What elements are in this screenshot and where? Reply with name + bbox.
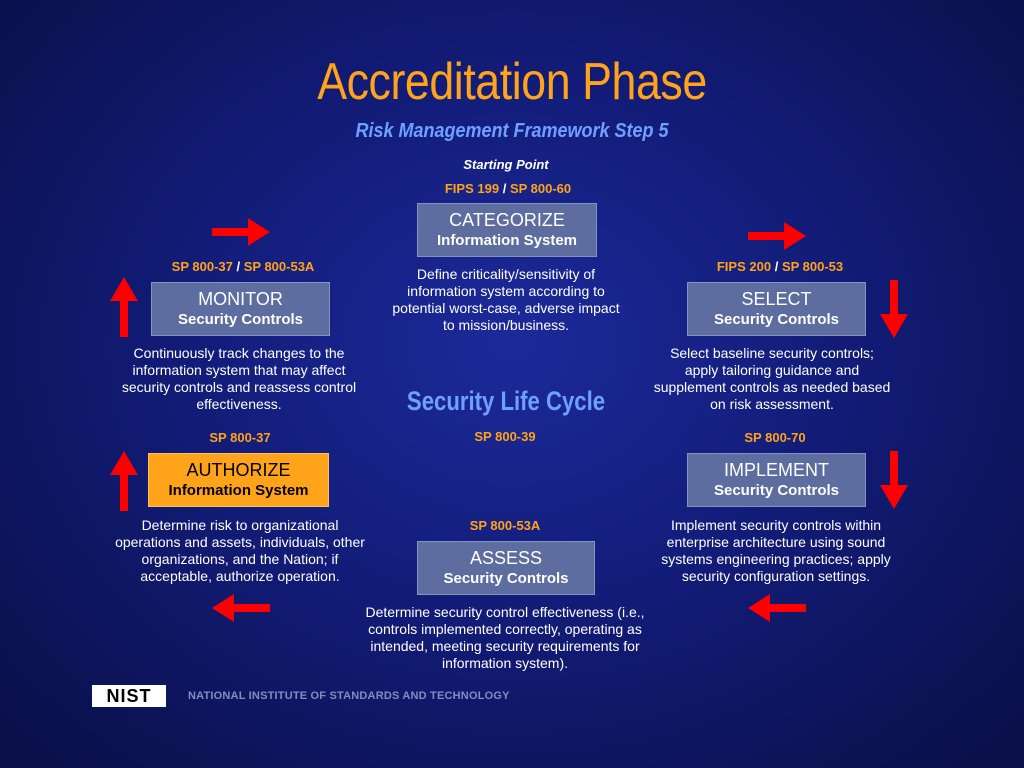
slide-subtitle: Risk Management Framework Step 5 <box>355 120 669 142</box>
organization-name: NATIONAL INSTITUTE OF STANDARDS AND TECH… <box>188 690 510 702</box>
monitor-title: MONITOR <box>198 289 283 309</box>
select-ref-fips: FIPS 200 <box>716 259 772 274</box>
arrow-right-icon <box>748 222 806 250</box>
nist-logo: NIST <box>92 685 166 707</box>
select-reference: FIPS 200 / SP 800-53 <box>690 259 870 274</box>
slide-title: Accreditation Phase <box>317 53 707 111</box>
select-description: Select baseline security controls; apply… <box>653 345 891 412</box>
arrow-down-icon <box>880 451 908 509</box>
arrow-left-icon <box>212 594 270 622</box>
authorize-box: AUTHORIZE Information System <box>148 453 329 507</box>
monitor-reference: SP 800-37 / SP 800-53A <box>148 259 338 274</box>
select-ref-sp: SP 800-53 <box>781 259 844 274</box>
categorize-description: Define criticality/sensitivity of inform… <box>392 266 620 333</box>
categorize-ref-fips: FIPS 199 <box>444 181 500 196</box>
monitor-description: Continuously track changes to the inform… <box>121 345 357 412</box>
center-reference: SP 800-39 <box>474 429 536 444</box>
assess-reference: SP 800-53A <box>469 518 541 533</box>
implement-box: IMPLEMENT Security Controls <box>687 453 866 507</box>
arrow-left-icon <box>748 594 806 622</box>
monitor-ref-sp37: SP 800-37 <box>171 259 233 274</box>
select-box: SELECT Security Controls <box>687 282 866 336</box>
select-subtitle: Security Controls <box>713 311 840 328</box>
monitor-ref-sp53a: SP 800-53A <box>243 259 315 274</box>
implement-title: IMPLEMENT <box>723 460 829 480</box>
assess-box: ASSESS Security Controls <box>417 541 595 595</box>
authorize-reference: SP 800-37 <box>209 430 271 445</box>
arrow-down-icon <box>880 280 908 338</box>
authorize-description: Determine risk to organizational operati… <box>115 517 365 584</box>
select-title: SELECT <box>741 289 812 309</box>
select-ref-separator: / <box>774 259 779 274</box>
implement-subtitle: Security Controls <box>713 482 840 499</box>
assess-subtitle: Security Controls <box>443 570 569 587</box>
monitor-ref-separator: / <box>236 259 241 274</box>
categorize-reference: FIPS 199 / SP 800-60 <box>408 181 608 196</box>
assess-title: ASSESS <box>469 548 543 568</box>
implement-description: Implement security controls within enter… <box>661 517 891 584</box>
categorize-ref-sp: SP 800-60 <box>509 181 572 196</box>
categorize-subtitle: Information System <box>436 232 578 249</box>
center-label: Security Life Cycle <box>406 386 606 416</box>
categorize-title: CATEGORIZE <box>449 210 565 230</box>
categorize-ref-separator: / <box>502 181 507 196</box>
starting-point-label: Starting Point <box>463 157 549 172</box>
categorize-box: CATEGORIZE Information System <box>417 203 597 257</box>
arrow-up-icon <box>110 451 138 511</box>
implement-reference: SP 800-70 <box>744 430 806 445</box>
authorize-title: AUTHORIZE <box>186 460 291 480</box>
arrow-right-icon <box>212 218 270 246</box>
authorize-subtitle: Information System <box>168 482 309 499</box>
arrow-up-icon <box>110 277 138 337</box>
assess-description: Determine security control effectiveness… <box>365 604 645 671</box>
monitor-box: MONITOR Security Controls <box>151 282 330 336</box>
monitor-subtitle: Security Controls <box>177 311 304 328</box>
